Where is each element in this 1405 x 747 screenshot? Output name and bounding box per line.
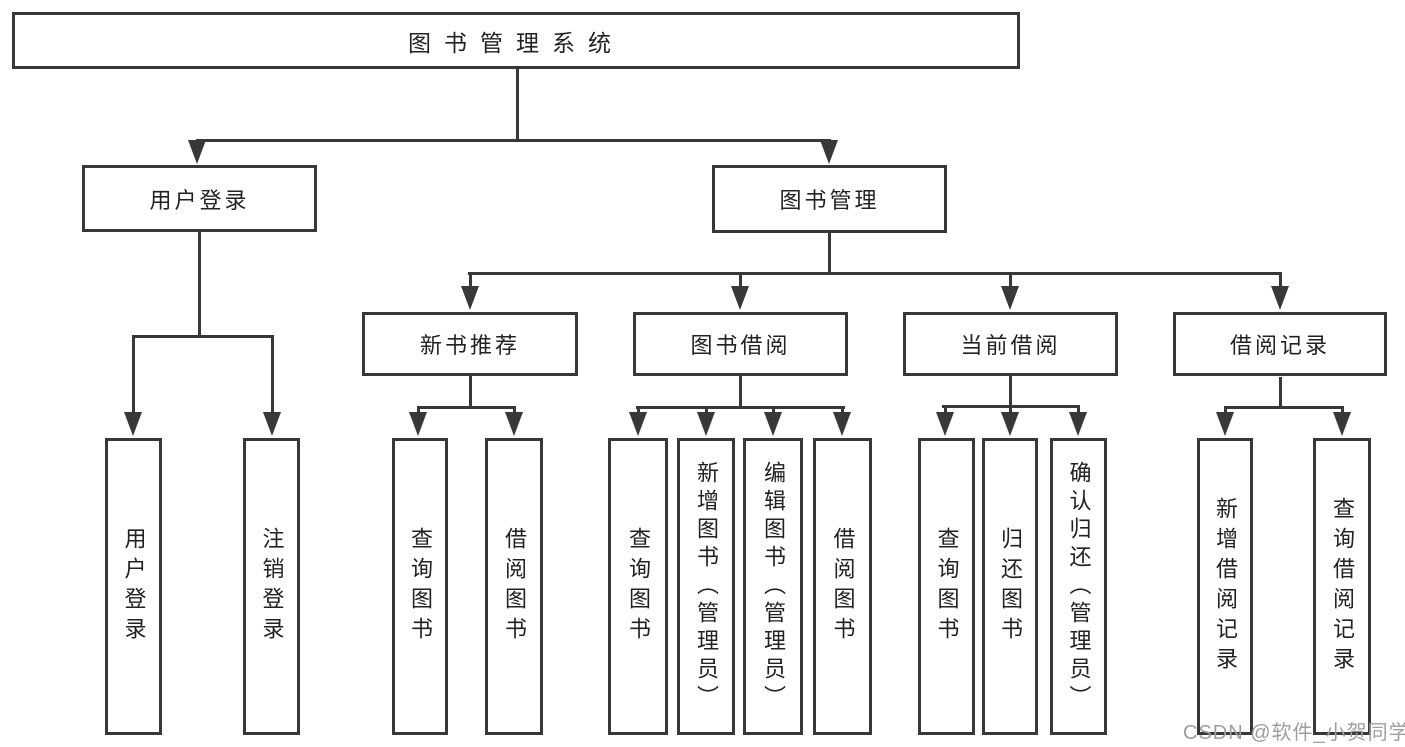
arrowhead-down-icon xyxy=(1216,412,1234,436)
arrowhead-down-icon xyxy=(409,412,427,436)
arrowhead-down-icon xyxy=(124,412,142,436)
arrowhead-down-icon xyxy=(1001,412,1019,436)
node-login-action: 用户登录 xyxy=(105,438,162,735)
connector-line xyxy=(828,233,831,275)
arrowhead-down-icon xyxy=(764,412,782,436)
arrowhead-down-icon xyxy=(263,412,281,436)
watermark: CSDN @软件_小贺同学 xyxy=(1183,722,1405,744)
arrowhead-down-icon xyxy=(505,412,523,436)
node-book-management: 图书管理 xyxy=(712,165,947,233)
node-new-book-recommend: 新书推荐 xyxy=(362,312,578,376)
connector-line xyxy=(469,272,472,296)
node-edit-books-admin: 编辑图书（管理员） xyxy=(743,438,803,735)
node-recommend-borrow-books: 借阅图书 xyxy=(485,438,543,735)
connector-line xyxy=(1279,272,1282,296)
node-add-borrow-record: 新增借阅记录 xyxy=(1197,438,1253,735)
arrowhead-down-icon xyxy=(731,286,749,310)
arrowhead-down-icon xyxy=(1271,286,1289,310)
arrowhead-down-icon xyxy=(697,412,715,436)
connector-line xyxy=(1009,376,1012,409)
connector-line xyxy=(739,376,742,409)
connector-line xyxy=(739,272,742,296)
connector-line xyxy=(198,232,201,338)
connector-line xyxy=(1279,377,1282,409)
arrowhead-down-icon xyxy=(820,140,838,164)
node-current-query-books: 查询图书 xyxy=(918,438,975,735)
node-add-books-admin: 新增图书（管理员） xyxy=(677,438,735,735)
connector-line xyxy=(417,406,516,409)
connector-line xyxy=(516,69,519,142)
node-query-borrow-record: 查询借阅记录 xyxy=(1313,438,1371,735)
arrowhead-down-icon xyxy=(936,412,954,436)
node-user-login: 用户登录 xyxy=(82,165,317,232)
node-recommend-query-books: 查询图书 xyxy=(392,438,448,735)
node-confirm-return-admin: 确认归还（管理员） xyxy=(1050,438,1107,735)
connector-line xyxy=(271,335,274,422)
connector-line xyxy=(132,335,274,338)
connector-line xyxy=(132,335,135,422)
connector-line xyxy=(636,406,845,409)
node-logout-action: 注销登录 xyxy=(243,438,300,735)
node-book-borrow: 图书借阅 xyxy=(633,312,848,376)
node-borrow-records: 借阅记录 xyxy=(1173,312,1387,376)
arrowhead-down-icon xyxy=(1001,286,1019,310)
arrowhead-down-icon xyxy=(1069,412,1087,436)
node-return-books: 归还图书 xyxy=(982,438,1038,735)
node-library-system: 图书管理系统 xyxy=(12,12,1020,69)
connector-line xyxy=(1224,406,1344,409)
arrowhead-down-icon xyxy=(461,286,479,310)
connector-line xyxy=(196,139,831,142)
node-borrow-books: 借阅图书 xyxy=(813,438,872,735)
node-current-borrow: 当前借阅 xyxy=(903,312,1118,376)
arrowhead-down-icon xyxy=(1333,412,1351,436)
connector-line xyxy=(469,376,472,409)
arrowhead-down-icon xyxy=(833,412,851,436)
arrowhead-down-icon xyxy=(188,140,206,164)
connector-line xyxy=(1009,272,1012,296)
arrowhead-down-icon xyxy=(629,412,647,436)
node-borrow-query-books: 查询图书 xyxy=(608,438,668,735)
connector-line xyxy=(468,272,1281,275)
